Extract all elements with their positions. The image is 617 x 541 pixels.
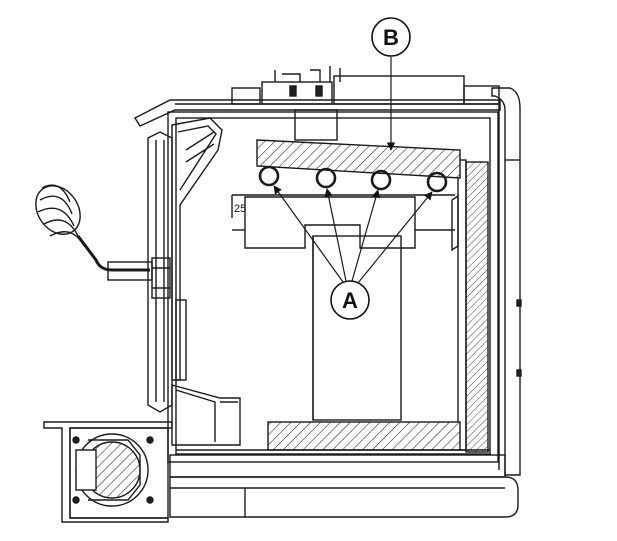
fan-housing [43, 421, 173, 523]
rear-partition [232, 229, 455, 421]
callout-b-label: B [383, 25, 399, 50]
door-glass [171, 117, 223, 381]
baffle-plate [256, 139, 461, 179]
right-insulation-wall [465, 161, 489, 453]
right-inner-tube [457, 159, 467, 451]
air-tube-2 [315, 167, 337, 189]
air-tube-1 [258, 165, 280, 187]
callout-a: A [330, 280, 370, 320]
air-tube-4 [426, 171, 448, 193]
rear-casing [491, 87, 522, 476]
ash-base [169, 449, 519, 518]
top-panel [134, 99, 501, 127]
air-tube-holder [244, 196, 416, 249]
firebox-outer [167, 111, 499, 463]
callout-b: B [371, 17, 411, 57]
leader-lines-a [273, 185, 433, 284]
right-side-lever [451, 194, 459, 252]
side-mark-label: 25 [234, 203, 246, 215]
lower-door-lip [171, 384, 241, 446]
hearth-brick [267, 421, 461, 451]
air-tube-3 [370, 169, 392, 191]
top-flue-fittings [231, 66, 500, 105]
callout-a-label: A [342, 288, 358, 313]
door-handle [35, 184, 153, 281]
top-cover-block [294, 109, 338, 141]
